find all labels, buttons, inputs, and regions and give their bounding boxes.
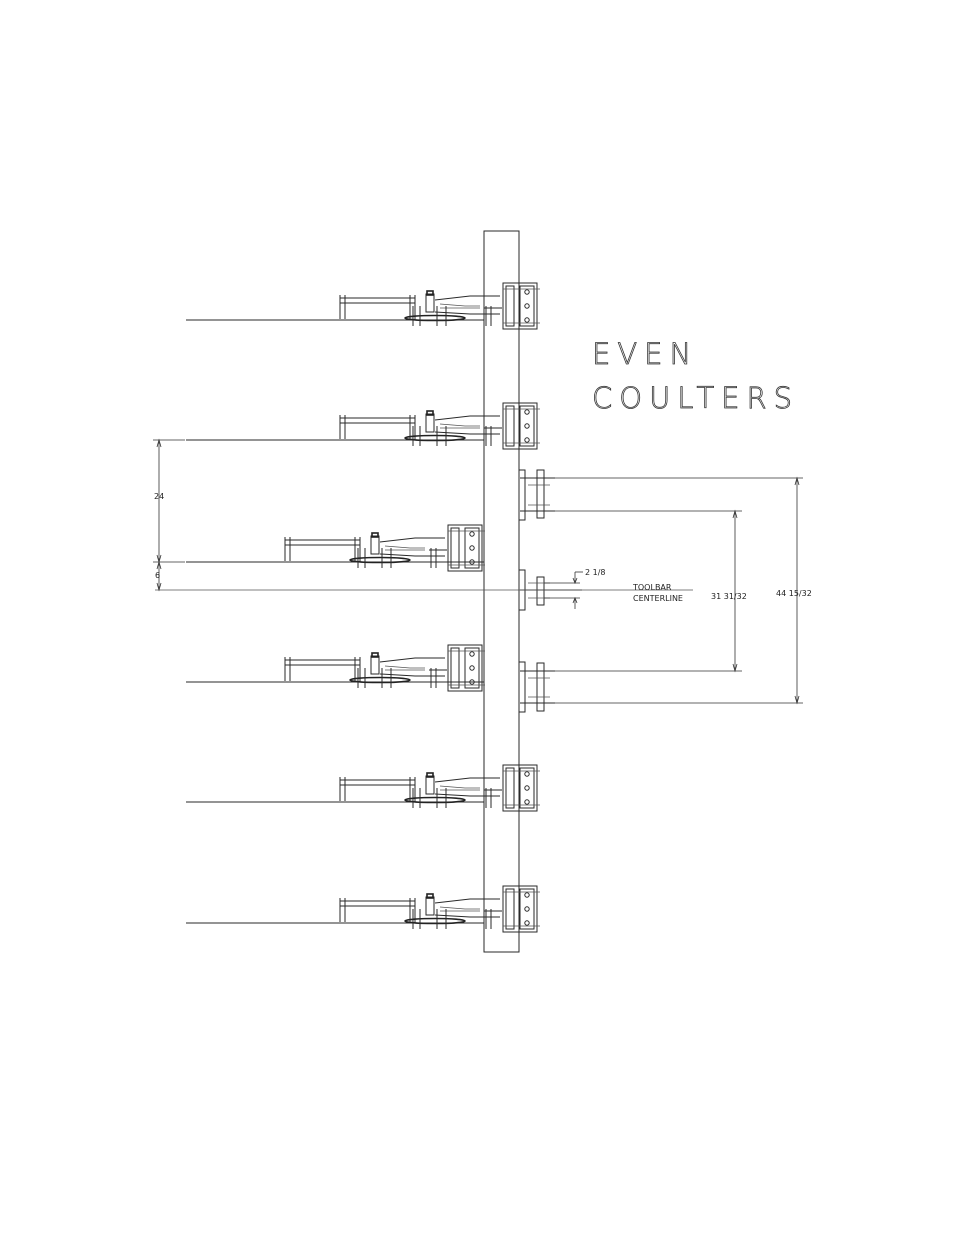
coulter-unit-1 (186, 283, 540, 329)
toolbar-label: TOOLBAR (632, 583, 672, 592)
dimension-outer-span (555, 478, 803, 703)
title-line-2: COULTERS (592, 381, 799, 415)
outer-span-label: 44 15/32 (776, 589, 812, 598)
coulter-unit-6 (186, 886, 540, 932)
coulter-unit-2 (186, 403, 540, 449)
coulter-unit-4 (186, 645, 485, 691)
toolbar-beam (484, 231, 519, 952)
coulter-units (186, 283, 540, 932)
centerline-label: CENTERLINE (633, 594, 683, 603)
dimension-row-spacing (153, 440, 185, 562)
small-offset-label: 2 1/8 (585, 568, 606, 577)
coulter-unit-3 (186, 525, 485, 571)
inner-span-label: 31 31/32 (711, 592, 747, 601)
offset-label: 6 (155, 571, 160, 580)
coulter-unit-5 (186, 765, 540, 811)
row-spacing-label: 24 (154, 492, 164, 501)
toolbar-brackets (519, 470, 525, 712)
clamp-center (520, 577, 582, 605)
title-line-1: EVEN (592, 337, 698, 371)
